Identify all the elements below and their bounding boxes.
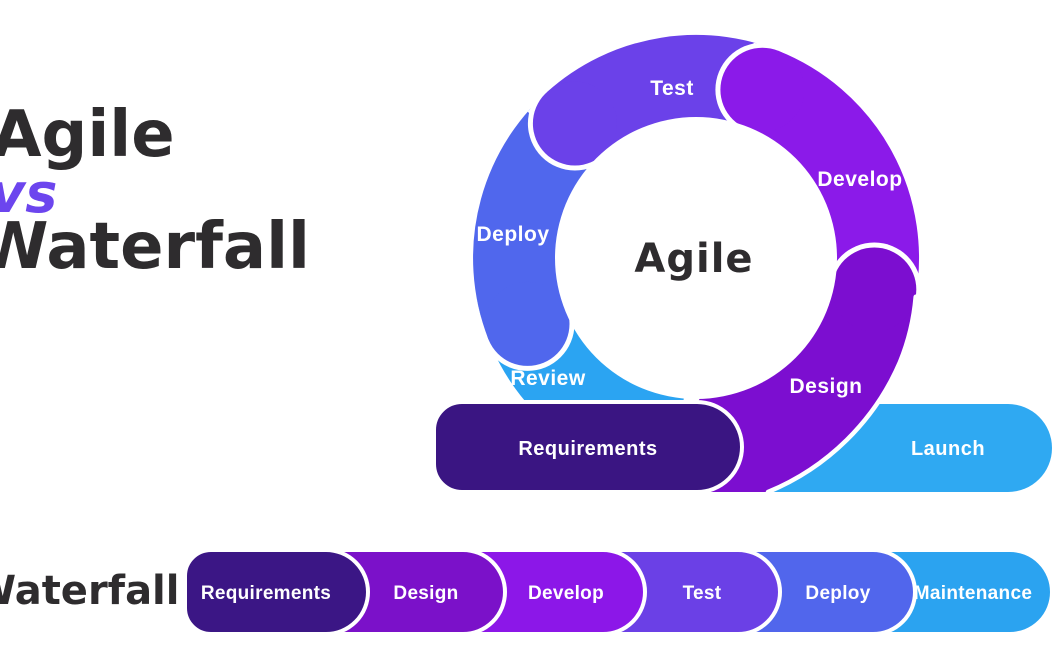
waterfall-label-maintenance: Maintenance xyxy=(914,583,1032,604)
waterfall-title: Waterfall xyxy=(0,568,179,614)
title-vs: vs xyxy=(0,162,57,225)
waterfall-label-develop: Develop xyxy=(528,583,604,604)
label-design: Design xyxy=(789,375,862,398)
title-waterfall: Waterfall xyxy=(0,210,310,284)
title-agile: Agile xyxy=(0,98,175,172)
waterfall-label-design: Design xyxy=(393,583,458,604)
waterfall-label-test: Test xyxy=(683,583,722,604)
loop-hub xyxy=(555,117,837,399)
label-review: Review xyxy=(510,367,586,390)
label-deploy: Deploy xyxy=(476,223,549,246)
develop-cap xyxy=(720,47,805,132)
waterfall-label-deploy: Deploy xyxy=(805,583,870,604)
label-develop: Develop xyxy=(817,168,902,191)
design-tail-rim xyxy=(765,294,918,495)
waterfall-label-requirements: Requirements xyxy=(201,583,331,604)
deploy-cap xyxy=(485,281,570,366)
label-requirements: Requirements xyxy=(518,438,657,460)
requirements-pill xyxy=(432,400,744,494)
waterfall-pill-requirements xyxy=(183,548,370,636)
label-launch: Launch xyxy=(911,438,985,460)
label-test: Test xyxy=(650,77,694,100)
design-cap xyxy=(832,247,917,332)
test-cap xyxy=(532,81,617,166)
loop-center-label: Agile xyxy=(634,236,753,282)
